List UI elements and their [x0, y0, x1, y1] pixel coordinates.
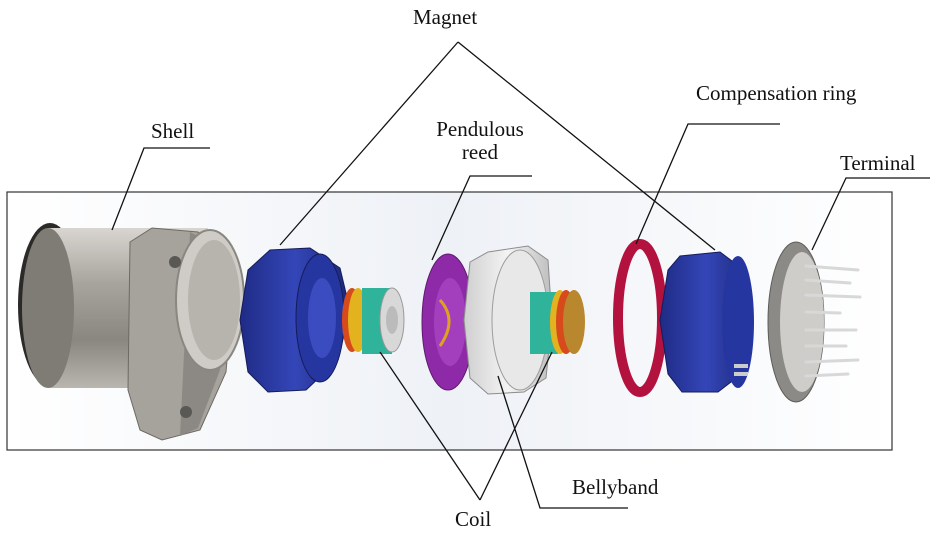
magnet-right-part — [659, 251, 754, 393]
leader-lines — [111, 41, 930, 509]
coil-right-part — [530, 290, 585, 354]
label-pendulous-reed-line2: reed — [461, 140, 499, 165]
label-bellyband: Bellyband — [572, 475, 659, 499]
leader-terminal — [811, 177, 930, 251]
label-pendulous-reed-line1: Pendulous — [436, 117, 524, 141]
label-magnet: Magnet — [413, 5, 478, 29]
pendulous-reed-part — [421, 253, 475, 391]
leader-coil-left — [379, 351, 481, 501]
shell-part — [18, 223, 245, 441]
coil-left-part — [342, 287, 405, 354]
label-compensation-ring: Compensation ring — [696, 81, 857, 105]
terminal-part — [767, 241, 862, 403]
magnet-left-part — [239, 247, 351, 393]
leader-compensation-ring — [635, 123, 780, 245]
leader-pendulous-reed — [431, 175, 532, 261]
leader-shell — [111, 147, 210, 231]
label-coil: Coil — [455, 507, 492, 531]
label-shell: Shell — [151, 119, 195, 143]
leader-bellyband — [497, 375, 628, 509]
leader-magnet-right — [457, 41, 716, 251]
label-terminal: Terminal — [840, 151, 916, 175]
label-pendulous-reed: Pendulous reed — [420, 117, 540, 165]
bellyband-part — [463, 245, 553, 395]
leader-coil-right — [479, 351, 553, 501]
leader-magnet-left — [279, 41, 459, 246]
